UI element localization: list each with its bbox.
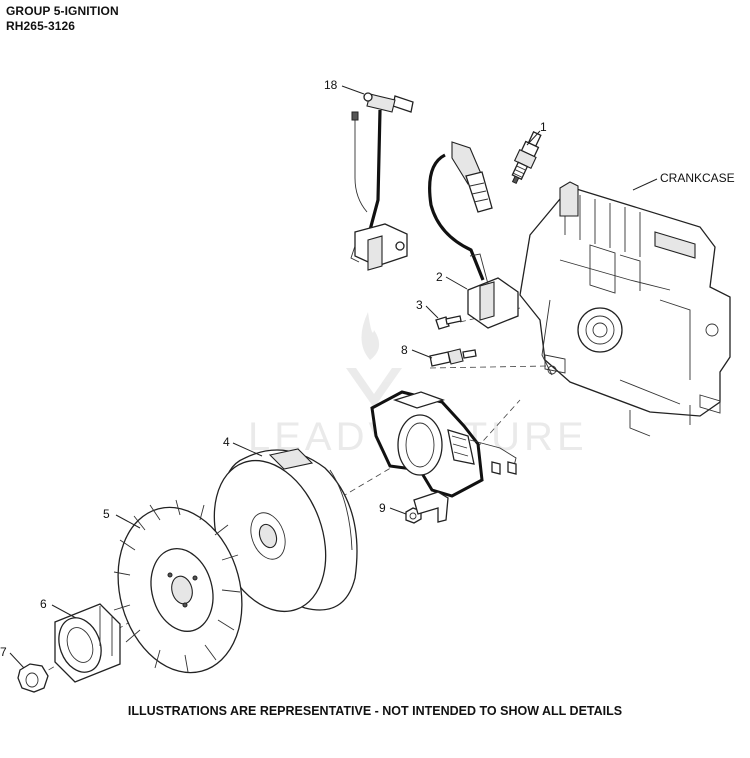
ignition-coil-assembly bbox=[350, 92, 414, 271]
callout-18: 18 bbox=[324, 78, 338, 92]
alignment-line-8 bbox=[429, 365, 549, 369]
callout-4: 4 bbox=[223, 435, 230, 449]
callout-2: 2 bbox=[436, 270, 443, 284]
ignition-parts-diagram: LEADVENTURE CRANKCASE 1 bbox=[0, 78, 735, 693]
leader-18 bbox=[341, 85, 365, 95]
callout-8: 8 bbox=[401, 343, 408, 357]
clip-bracket bbox=[413, 491, 449, 523]
page-title: GROUP 5-IGNITION bbox=[6, 4, 119, 18]
leader-3 bbox=[425, 305, 439, 319]
disclaimer-text: ILLUSTRATIONS ARE REPRESENTATIVE - NOT I… bbox=[127, 704, 623, 718]
leader-2 bbox=[445, 276, 468, 290]
leader-6 bbox=[51, 604, 77, 619]
stator-bracket bbox=[370, 390, 517, 498]
leader-1 bbox=[526, 130, 541, 146]
callout-5: 5 bbox=[103, 507, 110, 521]
leader-4 bbox=[232, 442, 263, 457]
leader-7 bbox=[9, 652, 25, 669]
crankcase-label: CRANKCASE bbox=[660, 171, 735, 185]
stud-bolt bbox=[429, 348, 477, 367]
callout-7: 7 bbox=[0, 645, 7, 659]
callout-3: 3 bbox=[416, 298, 423, 312]
ignition-coil bbox=[428, 141, 519, 329]
flywheel-nut bbox=[17, 663, 49, 693]
leader-8 bbox=[411, 349, 433, 359]
crankcase-leader bbox=[632, 178, 658, 191]
bolt bbox=[435, 315, 462, 330]
callout-1: 1 bbox=[540, 120, 547, 134]
model-number: RH265-3126 bbox=[6, 19, 76, 33]
starter-cup bbox=[54, 603, 121, 683]
callout-9: 9 bbox=[379, 501, 386, 515]
leader-5 bbox=[115, 514, 141, 529]
spark-plug bbox=[511, 131, 542, 185]
flywheel bbox=[213, 448, 358, 613]
cooling-fan bbox=[113, 499, 243, 674]
leader-9 bbox=[389, 507, 407, 515]
callout-6: 6 bbox=[40, 597, 47, 611]
crankcase bbox=[519, 181, 731, 437]
